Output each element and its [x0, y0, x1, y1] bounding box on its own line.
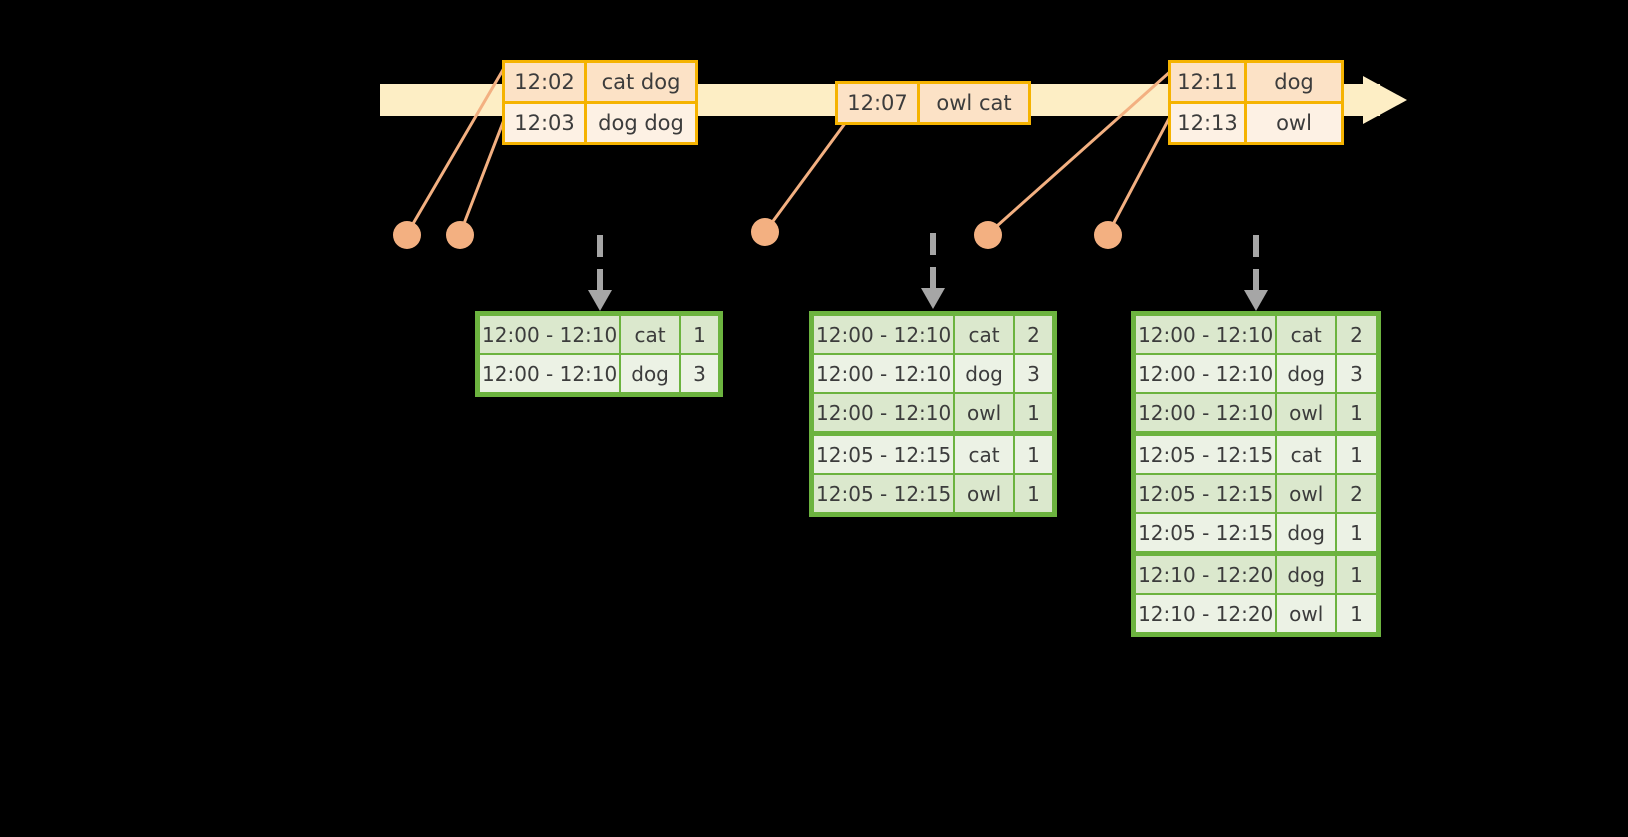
cell-count: 1 [1336, 394, 1377, 431]
event-words: cat dog [587, 63, 695, 101]
event-time: 12:13 [1171, 104, 1247, 142]
cell-count: 1 [1336, 556, 1377, 593]
cell-word: dog [1277, 556, 1335, 593]
connector-line-5 [1106, 112, 1174, 235]
cell-word: dog [1277, 355, 1335, 392]
cell-count: 3 [1336, 355, 1377, 392]
event-time: 12:03 [505, 104, 587, 142]
event-words: owl cat [920, 84, 1028, 122]
cell-count: 1 [1336, 514, 1377, 551]
event-group-3[interactable]: 12:11 dog 12:13 owl [1168, 60, 1344, 145]
cell-word: cat [1277, 436, 1335, 473]
event-words: owl [1247, 104, 1341, 142]
event-group-2[interactable]: 12:07 owl cat [835, 81, 1031, 125]
cell-word: dog [955, 355, 1013, 392]
cell-word: owl [1277, 394, 1335, 431]
cell-word: dog [621, 355, 679, 392]
cell-window: 12:05 - 12:15 [814, 436, 954, 473]
cell-window: 12:00 - 12:10 [814, 355, 954, 392]
event-words: dog [1247, 63, 1341, 101]
cell-count: 2 [1014, 316, 1052, 353]
cell-window: 12:00 - 12:10 [1136, 316, 1276, 353]
cell-word: cat [621, 316, 679, 353]
connector-dot-3 [751, 218, 779, 246]
cell-window: 12:00 - 12:10 [1136, 394, 1276, 431]
emit-arrow-3 [1244, 235, 1268, 311]
event-time: 12:02 [505, 63, 587, 101]
cell-count: 1 [1336, 436, 1377, 473]
cell-window: 12:10 - 12:20 [1136, 556, 1276, 593]
cell-word: owl [955, 394, 1013, 431]
connector-line-2 [458, 111, 509, 235]
event-words: dog dog [587, 104, 695, 142]
cell-window: 12:00 - 12:10 [480, 316, 620, 353]
window-group-separator [1135, 552, 1377, 555]
cell-window: 12:00 - 12:10 [814, 394, 954, 431]
cell-window: 12:00 - 12:10 [1136, 355, 1276, 392]
cell-count: 3 [680, 355, 718, 392]
connector-dot-2 [446, 221, 474, 249]
connector-dot-1 [393, 221, 421, 249]
window-group-separator [1135, 432, 1377, 435]
cell-window: 12:10 - 12:20 [1136, 595, 1276, 632]
cell-word: cat [955, 436, 1013, 473]
cell-word: cat [1277, 316, 1335, 353]
cell-word: dog [1277, 514, 1335, 551]
cell-word: owl [1277, 595, 1335, 632]
emit-arrow-2 [921, 233, 945, 309]
cell-word: cat [955, 316, 1013, 353]
cell-word: owl [1277, 475, 1335, 512]
cell-count: 1 [1014, 436, 1052, 473]
connector-dot-4 [974, 221, 1002, 249]
cell-count: 1 [1014, 475, 1052, 512]
cell-window: 12:05 - 12:15 [814, 475, 954, 512]
timeline-arrowhead-icon [1363, 76, 1407, 124]
cell-window: 12:00 - 12:10 [814, 316, 954, 353]
cell-count: 3 [1014, 355, 1052, 392]
cell-count: 2 [1336, 475, 1377, 512]
emit-arrow-1 [588, 235, 612, 311]
cell-window: 12:00 - 12:10 [480, 355, 620, 392]
cell-window: 12:05 - 12:15 [1136, 475, 1276, 512]
cell-window: 12:05 - 12:15 [1136, 514, 1276, 551]
connector-dot-5 [1094, 221, 1122, 249]
cell-count: 2 [1336, 316, 1377, 353]
window-group-separator [813, 432, 1053, 435]
cell-word: owl [955, 475, 1013, 512]
cell-count: 1 [1014, 394, 1052, 431]
event-row: 12:03 dog dog [505, 101, 695, 142]
event-row: 12:13 owl [1171, 101, 1341, 142]
event-group-1[interactable]: 12:02 cat dog 12:03 dog dog [502, 60, 698, 145]
cell-count: 1 [680, 316, 718, 353]
event-time: 12:07 [838, 84, 920, 122]
event-row: 12:07 owl cat [838, 84, 1028, 122]
event-time: 12:11 [1171, 63, 1247, 101]
cell-count: 1 [1336, 595, 1377, 632]
event-row: 12:11 dog [1171, 63, 1341, 101]
cell-window: 12:05 - 12:15 [1136, 436, 1276, 473]
event-row: 12:02 cat dog [505, 63, 695, 101]
